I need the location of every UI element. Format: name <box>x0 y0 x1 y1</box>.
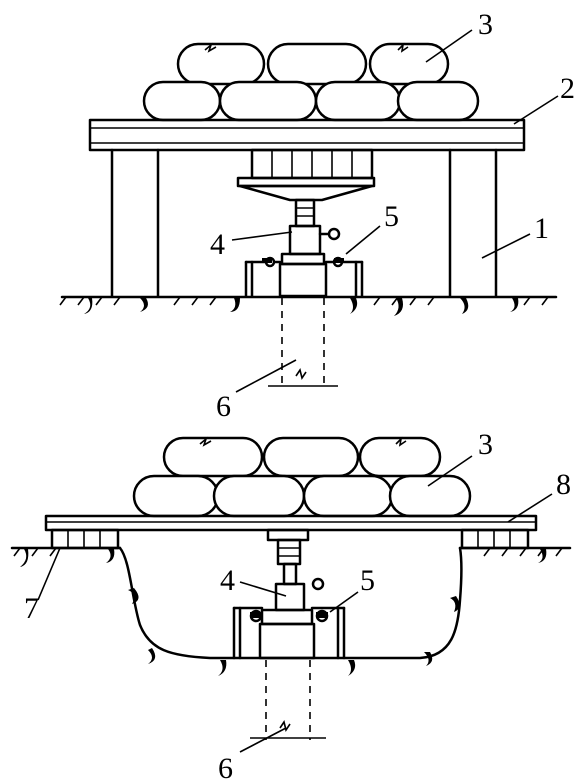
test-pile-bottom <box>250 660 326 740</box>
labels-bottom: 3 8 7 4 5 6 <box>24 428 571 784</box>
sandbag-tie <box>395 436 407 447</box>
ground-line-top <box>59 295 558 316</box>
label-7: 7 <box>24 592 39 625</box>
sandbag <box>396 80 480 122</box>
label-2: 2 <box>560 72 575 105</box>
label-6: 6 <box>218 752 233 784</box>
sleepers-left <box>50 528 120 550</box>
label-4: 4 <box>220 564 235 597</box>
support-columns-top <box>110 148 498 298</box>
dial-gauges-top <box>244 256 364 298</box>
sandbag-tie <box>397 42 409 53</box>
sandbag <box>162 436 264 478</box>
label-3: 3 <box>478 428 493 461</box>
test-pile-top <box>268 298 338 388</box>
sandbag <box>368 42 450 86</box>
sandbag-stack-top <box>142 42 480 122</box>
sandbag <box>266 42 368 86</box>
sandbag <box>388 474 472 518</box>
sandbag <box>132 474 220 518</box>
sandbag <box>302 474 394 518</box>
label-6: 6 <box>216 390 231 423</box>
sandbag-tie <box>199 436 212 447</box>
sandbag <box>314 80 402 122</box>
sandbag-tie <box>204 42 217 53</box>
label-5: 5 <box>384 200 399 233</box>
label-1: 1 <box>534 212 549 245</box>
label-4: 4 <box>210 228 225 261</box>
sandbag <box>212 474 306 518</box>
label-3: 3 <box>478 8 493 41</box>
ground-and-pit-bottom <box>10 546 572 676</box>
leaders-bottom <box>37 455 553 753</box>
top-figure: 3 2 1 4 5 6 <box>59 8 575 423</box>
load-beam-top <box>88 118 526 152</box>
platform-beam-bottom <box>44 514 538 532</box>
hydraulic-jack-top <box>278 198 341 298</box>
sandbag <box>142 80 222 122</box>
sandbag <box>358 436 442 478</box>
sandbag <box>176 42 266 86</box>
sandbag <box>218 80 318 122</box>
leaders-top <box>231 29 559 393</box>
sandbag <box>262 436 360 478</box>
bearing-block-top <box>236 148 376 202</box>
label-8: 8 <box>556 468 571 501</box>
sandbag-stack-bottom <box>132 436 472 518</box>
sleepers-right <box>460 528 530 550</box>
dial-gauges-bottom <box>232 606 346 660</box>
bottom-figure: 3 8 7 4 5 6 <box>10 428 572 784</box>
label-5: 5 <box>360 564 375 597</box>
labels-top: 3 2 1 4 5 6 <box>210 8 575 423</box>
hydraulic-jack-bottom <box>258 528 325 660</box>
